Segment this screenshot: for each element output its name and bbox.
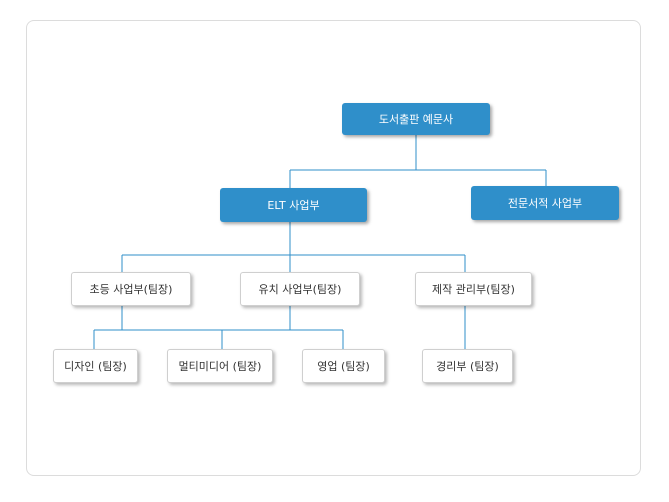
org-node-root: 도서출판 예문사 [342,103,490,135]
org-chart-card [26,20,641,476]
org-node-multimedia: 멀티미디어 (팀장) [167,349,273,383]
org-node-production: 제작 관리부(팀장) [415,272,532,306]
org-node-accounting: 경리부 (팀장) [422,349,513,383]
org-node-special: 전문서적 사업부 [471,186,619,220]
org-node-elementary: 초등 사업부(팀장) [71,272,191,306]
org-node-elt: ELT 사업부 [220,188,367,222]
org-node-sales: 영업 (팀장) [302,349,385,383]
org-node-design: 디자인 (팀장) [53,349,138,383]
org-node-kinder: 유치 사업부(팀장) [240,272,360,306]
